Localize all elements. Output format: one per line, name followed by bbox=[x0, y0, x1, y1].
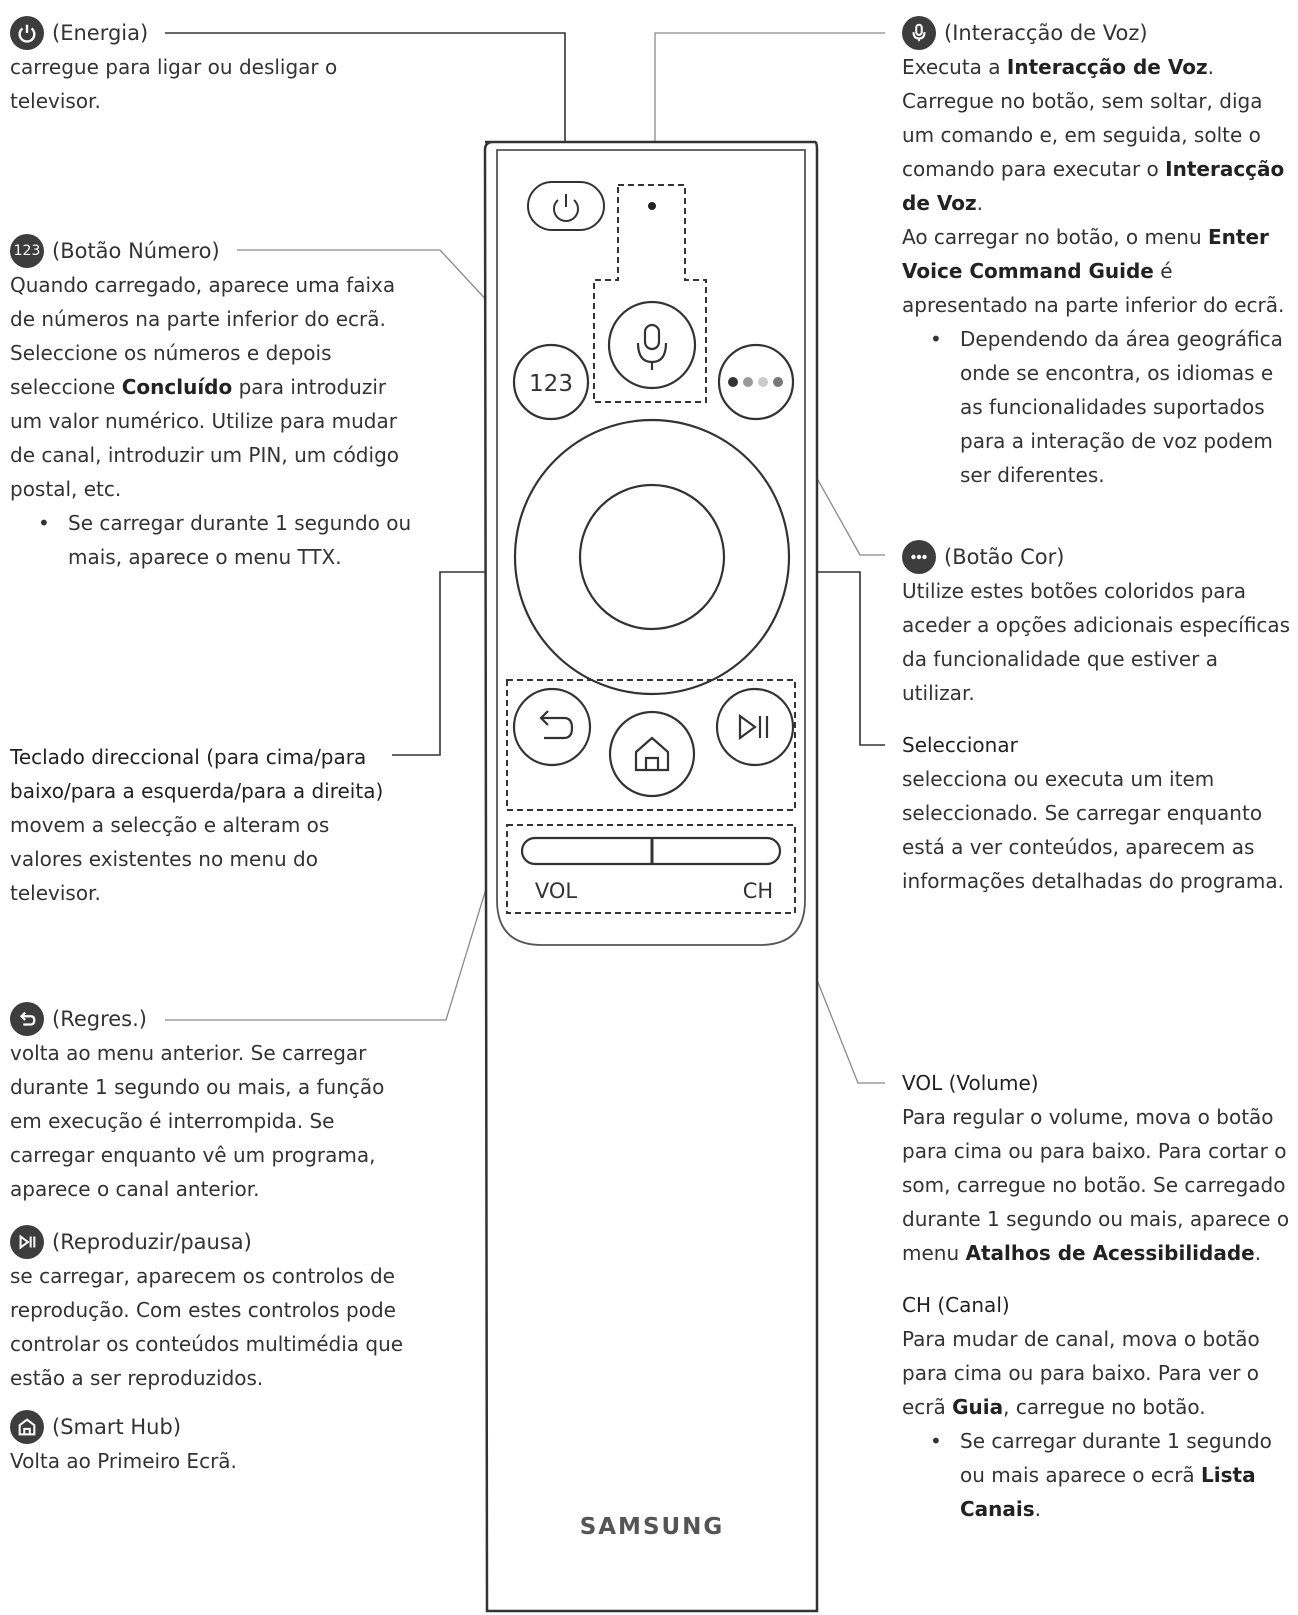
cor-text: Utilize estes botões coloridos para aced… bbox=[902, 579, 1291, 705]
energia-text: carregue para ligar ou desligar o televi… bbox=[10, 55, 338, 113]
cor-block: (Botão Cor) Utilize estes botões colorid… bbox=[902, 540, 1294, 710]
seleccionar-text: selecciona ou executa um item selecciona… bbox=[902, 767, 1285, 893]
media-zone-outline bbox=[506, 679, 796, 811]
back-icon bbox=[539, 710, 574, 740]
home-button bbox=[608, 710, 696, 798]
play-pause-icon bbox=[738, 713, 769, 741]
regres-title: (Regres.) bbox=[52, 1007, 147, 1031]
smarthub-title: (Smart Hub) bbox=[52, 1415, 182, 1439]
cor-title: (Botão Cor) bbox=[944, 545, 1065, 569]
ch-title: CH (Canal) bbox=[902, 1293, 1010, 1317]
number-button bbox=[512, 343, 590, 421]
regres-text: volta ao menu anterior. Se carregar dura… bbox=[10, 1041, 385, 1201]
microphone-icon bbox=[902, 16, 936, 50]
back-icon bbox=[10, 1002, 44, 1036]
volume-channel-zone-outline bbox=[506, 824, 796, 914]
voz-title: (Interacção de Voz) bbox=[944, 21, 1148, 45]
reproduzir-title: (Reproduzir/pausa) bbox=[52, 1230, 252, 1254]
home-icon bbox=[634, 736, 670, 772]
seleccionar-title: Seleccionar bbox=[902, 733, 1018, 757]
energia-title: (Energia) bbox=[52, 21, 149, 45]
microphone-icon bbox=[636, 323, 668, 370]
number-123-icon: 123 bbox=[10, 234, 44, 268]
voice-button bbox=[607, 300, 697, 390]
home-icon bbox=[10, 1410, 44, 1444]
numero-title: (Botão Número) bbox=[52, 239, 220, 263]
seleccionar-block: Seleccionar selecciona ou executa um ite… bbox=[902, 728, 1294, 898]
number-button-label: 123 bbox=[529, 371, 573, 397]
voz-block: (Interacção de Voz) Executa a Interacção… bbox=[902, 16, 1294, 492]
numero-block: 123 (Botão Número) Quando carregado, apa… bbox=[10, 234, 420, 574]
leader-energia bbox=[165, 32, 566, 182]
vol-label: VOL bbox=[535, 879, 578, 903]
power-icon bbox=[553, 194, 579, 222]
energia-block: (Energia) carregue para ligar ou desliga… bbox=[10, 16, 410, 118]
reproduzir-block: (Reproduzir/pausa) se carregar, aparecem… bbox=[10, 1225, 410, 1395]
numero-bullet: Se carregar durante 1 segundo ou mais, a… bbox=[10, 506, 420, 574]
microphone-hole bbox=[648, 202, 656, 210]
power-icon bbox=[10, 16, 44, 50]
teclado-text: movem a selecção e alteram os valores ex… bbox=[10, 813, 330, 905]
reproduzir-text: se carregar, aparecem os controlos de re… bbox=[10, 1264, 404, 1390]
select-button bbox=[578, 483, 726, 631]
smarthub-block: (Smart Hub) Volta ao Primeiro Ecrã. bbox=[10, 1410, 410, 1478]
ch-text: Para mudar de canal, mova o botão para c… bbox=[902, 1327, 1260, 1419]
vol-text: Para regular o volume, mova o botão para… bbox=[902, 1105, 1290, 1265]
numero-text: Quando carregado, aparece uma faixa de n… bbox=[10, 273, 399, 501]
color-dots-icon bbox=[728, 377, 783, 387]
ch-bullet: Se carregar durante 1 segundo ou mais ap… bbox=[902, 1424, 1294, 1526]
teclado-block: Teclado direccional (para cima/para baix… bbox=[10, 740, 405, 910]
back-button bbox=[512, 687, 592, 767]
regres-block: (Regres.) volta ao menu anterior. Se car… bbox=[10, 1002, 405, 1206]
voice-zone-outline bbox=[593, 184, 707, 403]
brand-logo: SAMSUNG bbox=[580, 1514, 725, 1540]
play-pause-icon bbox=[10, 1225, 44, 1259]
vol-title: VOL (Volume) bbox=[902, 1071, 1039, 1095]
voz-line3: Ao carregar no botão, o menu Enter Voice… bbox=[902, 225, 1285, 317]
voz-line2: Carregue no botão, sem soltar, diga um c… bbox=[902, 89, 1285, 215]
voz-bullet: Dependendo da área geográfica onde se en… bbox=[902, 322, 1290, 492]
vol-block: VOL (Volume) Para regular o volume, mova… bbox=[902, 1066, 1294, 1270]
teclado-title: Teclado direccional (para cima/para baix… bbox=[10, 745, 384, 803]
remote-top-panel bbox=[496, 149, 806, 946]
ch-block: CH (Canal) Para mudar de canal, mova o b… bbox=[902, 1288, 1294, 1526]
ch-label: CH bbox=[743, 879, 773, 903]
voz-line1: Executa a Interacção de Voz. bbox=[902, 55, 1214, 79]
color-dots-icon bbox=[902, 540, 936, 574]
color-button bbox=[717, 343, 795, 421]
smarthub-text: Volta ao Primeiro Ecrã. bbox=[10, 1449, 237, 1473]
